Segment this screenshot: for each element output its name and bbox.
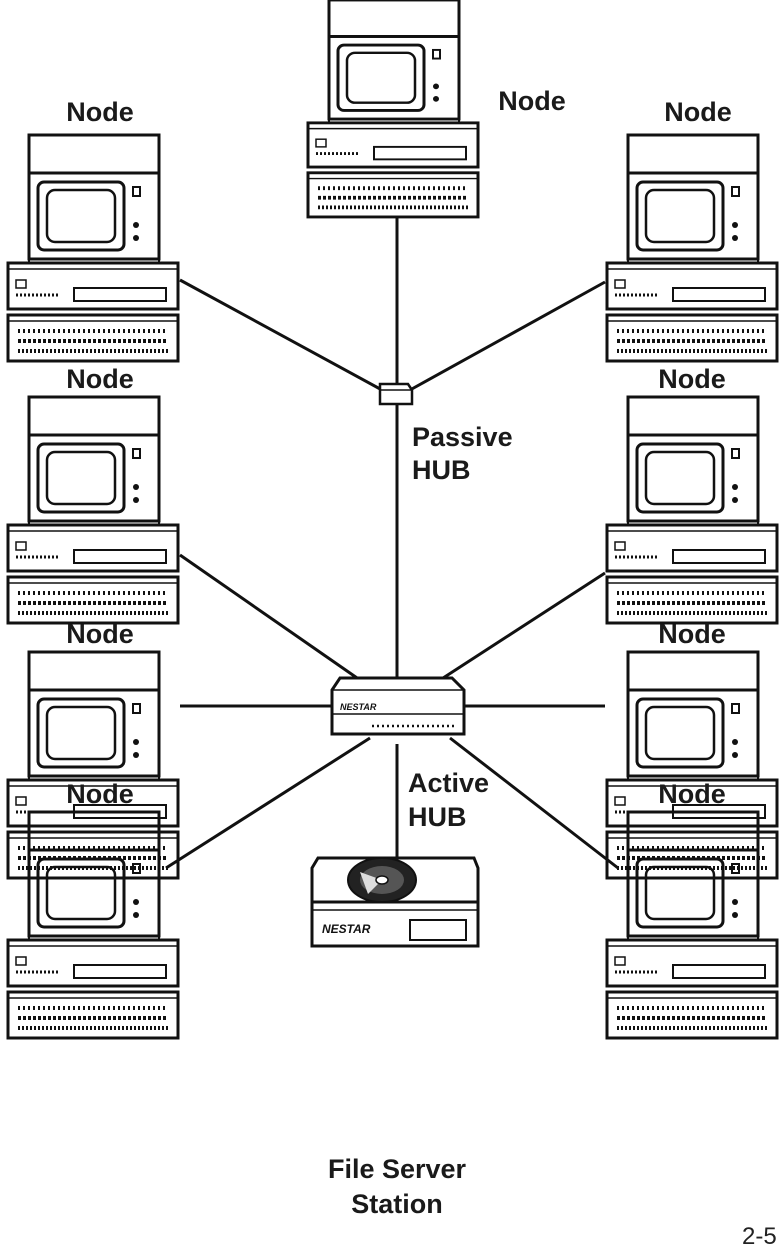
node-right-2-computer bbox=[605, 395, 779, 625]
node-label-right-3: Node bbox=[658, 619, 726, 649]
node-label-right-2: Node bbox=[658, 364, 726, 394]
passive-hub-device bbox=[378, 382, 414, 406]
file-server-device: NESTAR bbox=[310, 856, 480, 948]
node-label-left-3: Node bbox=[66, 619, 134, 649]
link-passive-topright bbox=[409, 280, 606, 392]
link-passive-topleft bbox=[179, 278, 383, 392]
active-hub-label-line2: HUB bbox=[408, 802, 467, 832]
file-server-label-line1: File Server bbox=[328, 1154, 467, 1184]
connections bbox=[165, 218, 619, 870]
node-label-top-center: Node bbox=[498, 86, 566, 116]
active-hub-brand: NESTAR bbox=[340, 702, 377, 712]
node-top-left-computer bbox=[6, 133, 180, 363]
node-left-3-computer bbox=[6, 650, 180, 880]
node-label-left-2: Node bbox=[66, 364, 134, 394]
node-top-right-computer bbox=[605, 133, 779, 363]
node-left-4-computer bbox=[6, 810, 180, 1040]
page-number: 2-5 bbox=[742, 1223, 777, 1249]
passive-hub-label-line2: HUB bbox=[412, 455, 471, 485]
node-right-3-computer bbox=[605, 650, 779, 880]
link-active-left2 bbox=[179, 553, 361, 682]
node-label-left-4: Node bbox=[66, 779, 134, 809]
node-right-4-computer bbox=[605, 810, 779, 1040]
node-top-center-computer bbox=[306, 0, 480, 219]
link-active-right2 bbox=[439, 571, 606, 682]
node-label-right-4: Node bbox=[658, 779, 726, 809]
active-hub-label-line1: Active bbox=[408, 768, 489, 798]
link-active-right4 bbox=[449, 736, 619, 870]
node-label-top-right: Node bbox=[664, 97, 732, 127]
link-active-left4 bbox=[165, 736, 371, 870]
disc-icon bbox=[347, 857, 417, 903]
file-server-label-line2: Station bbox=[351, 1189, 443, 1219]
node-label-top-left: Node bbox=[66, 97, 134, 127]
node-left-2-computer bbox=[6, 395, 180, 625]
passive-hub-label-line1: Passive bbox=[412, 422, 513, 452]
file-server-brand: NESTAR bbox=[322, 922, 371, 936]
active-hub-device: NESTAR bbox=[330, 676, 466, 736]
